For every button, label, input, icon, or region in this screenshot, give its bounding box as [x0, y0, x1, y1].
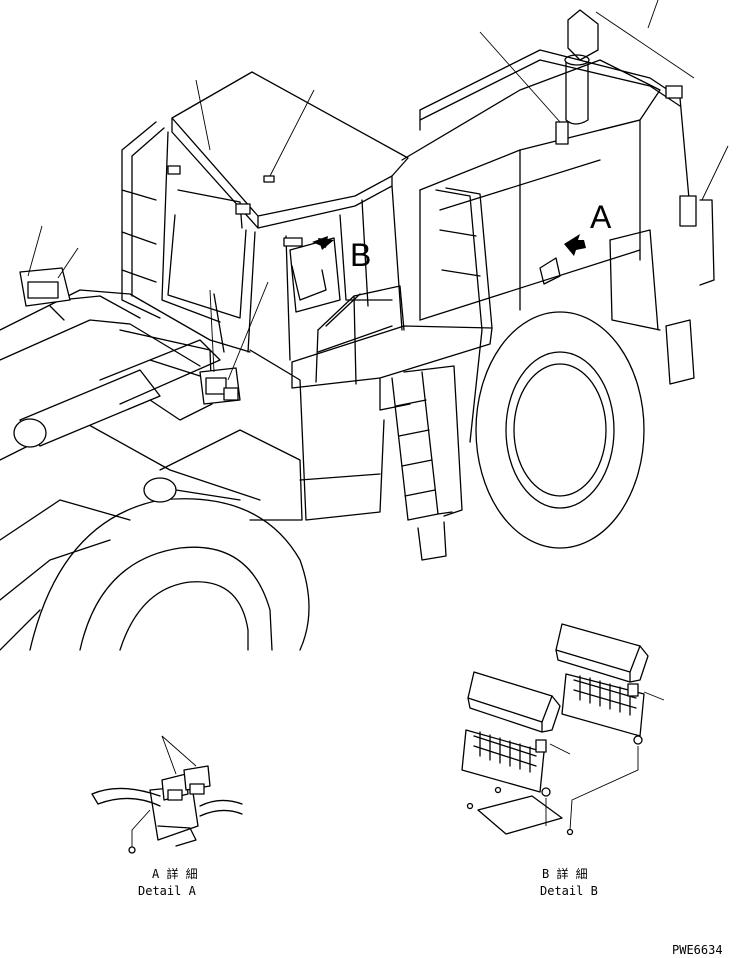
detail-a-title-en: Detail A [138, 884, 197, 898]
detail-a-illustration [91, 735, 243, 854]
detail-a-title-jp: A 詳 細 [152, 866, 198, 881]
detail-b-title-en: Detail B [540, 884, 598, 898]
detail-b-title-jp: B 詳 細 [542, 866, 588, 881]
view-label-b: B [350, 237, 371, 273]
view-label-a: A [590, 199, 612, 235]
drawing-number: PWE6634 [672, 943, 723, 957]
wheel-loader-illustration [0, 0, 729, 651]
detail-b-illustration [461, 623, 665, 836]
